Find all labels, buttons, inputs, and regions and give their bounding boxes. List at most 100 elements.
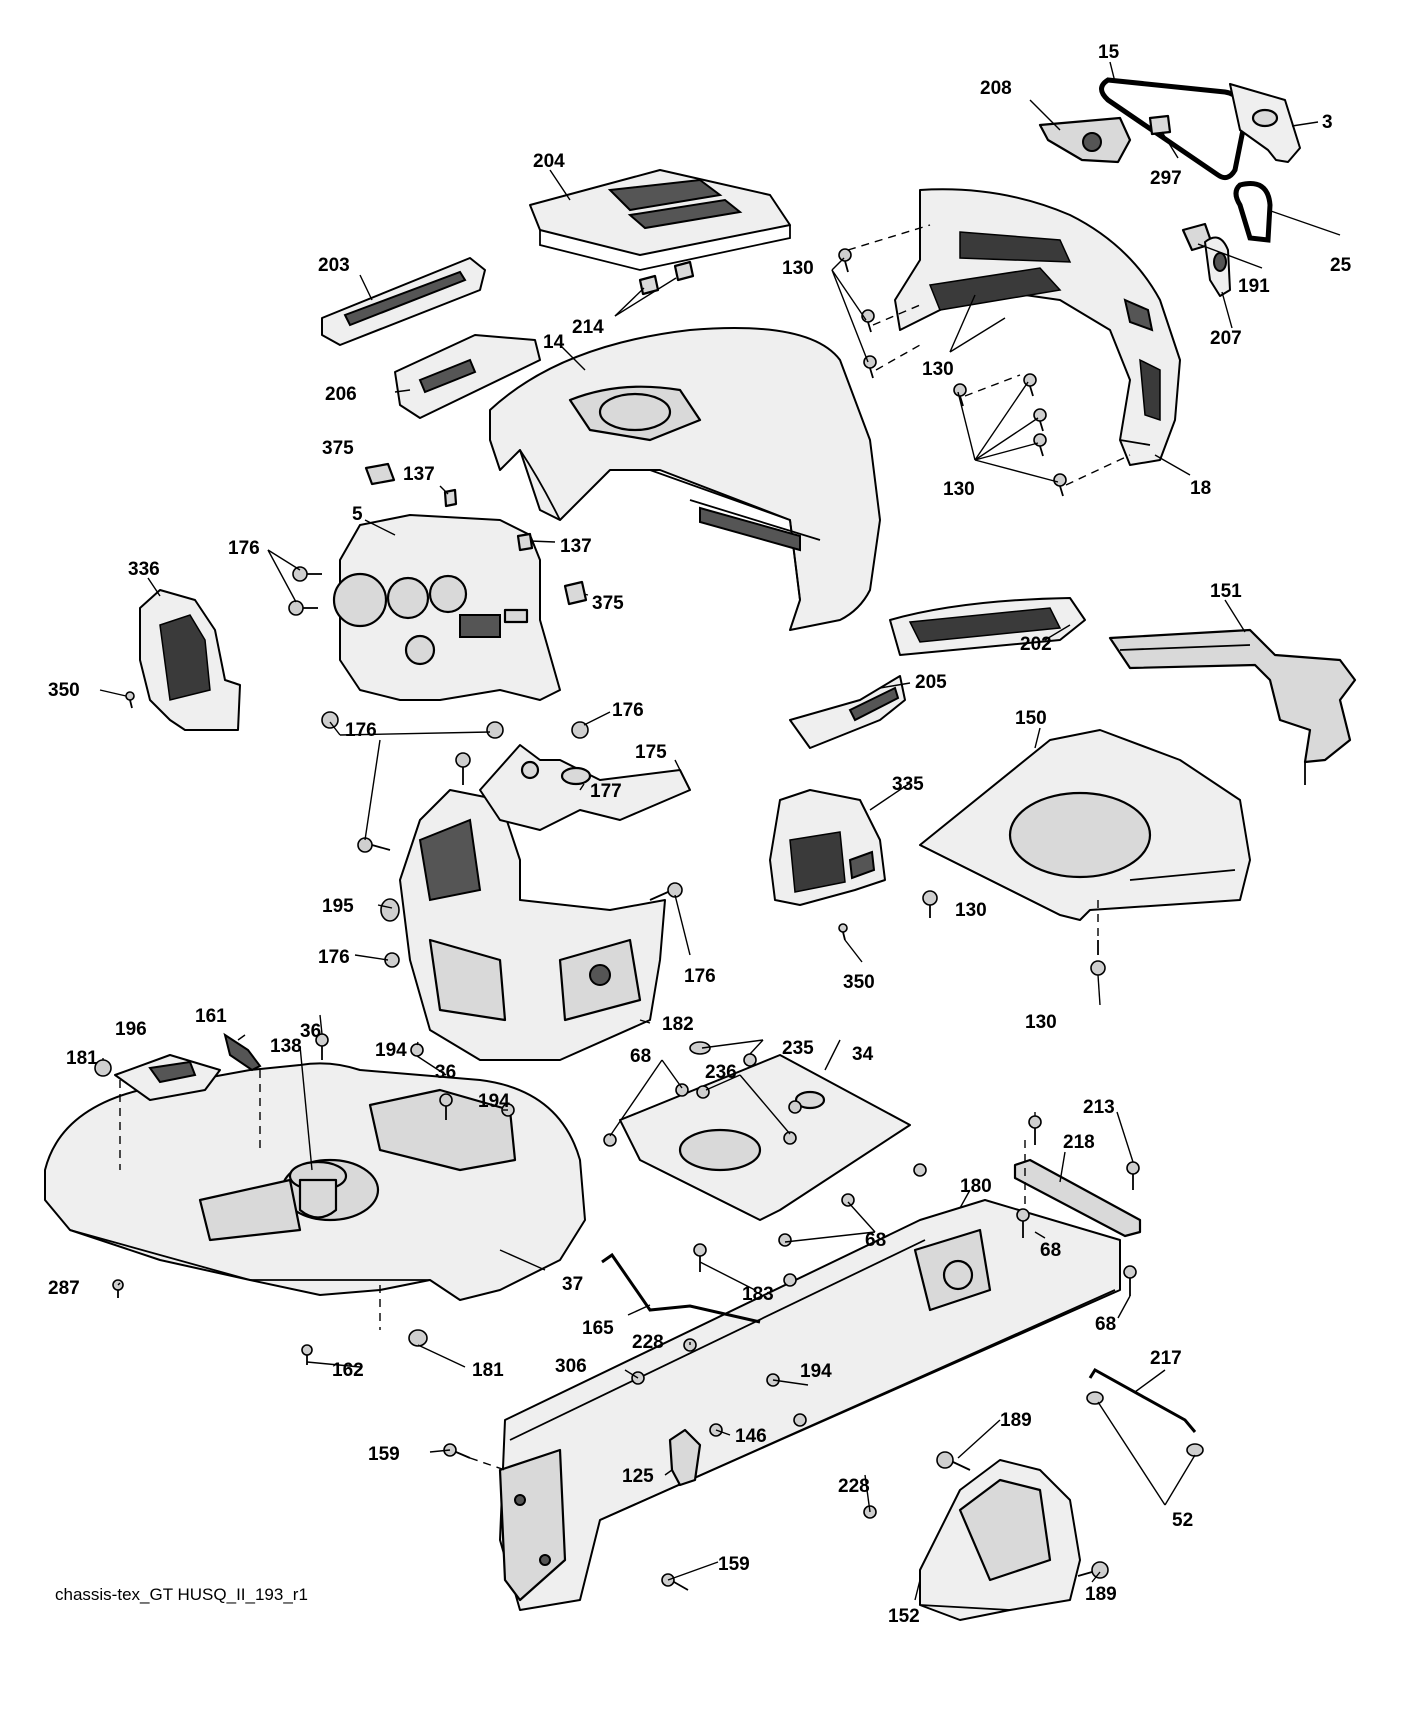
callout-162: 162	[332, 1360, 364, 1381]
part-152-seat-bracket	[919, 1459, 1081, 1621]
callout-36-b: 36	[435, 1062, 456, 1083]
callout-68-b: 68	[865, 1230, 886, 1251]
part-151-bracket	[1108, 628, 1357, 785]
callout-336: 336	[128, 559, 160, 580]
callout-205: 205	[915, 672, 947, 693]
callout-228-b: 228	[838, 1476, 870, 1497]
part-375-clip-lower	[563, 580, 588, 606]
part-204-top-cover	[529, 169, 791, 271]
callout-189-b: 189	[1085, 1584, 1117, 1605]
callout-36-a: 36	[300, 1021, 321, 1042]
callout-151: 151	[1210, 581, 1242, 602]
callout-150: 150	[1015, 708, 1047, 729]
callout-152: 152	[888, 1606, 920, 1627]
diagram-id-caption: chassis-tex_GT HUSQ_II_193_r1	[55, 1585, 308, 1604]
part-180-frame	[498, 1199, 1121, 1611]
callout-350-b: 350	[843, 972, 875, 993]
callout-130-e: 130	[1025, 1012, 1057, 1033]
callout-25: 25	[1330, 255, 1352, 276]
callout-159-b: 159	[718, 1554, 750, 1575]
callout-14: 14	[543, 332, 565, 353]
callout-52: 52	[1172, 1510, 1193, 1531]
callout-350-a: 350	[48, 680, 80, 701]
part-206-side-trim	[394, 334, 541, 419]
callout-176-b: 176	[612, 700, 644, 721]
callout-195: 195	[322, 896, 354, 917]
callout-207: 207	[1210, 328, 1242, 349]
callout-194-a: 194	[375, 1040, 407, 1061]
callout-125: 125	[622, 1466, 654, 1487]
part-3-bracket	[1229, 83, 1301, 163]
part-150-floor-pan	[919, 729, 1251, 921]
part-18-front-grille	[894, 188, 1181, 466]
callout-37: 37	[562, 1274, 583, 1295]
callout-180: 180	[960, 1176, 992, 1197]
part-138-boot	[288, 1160, 348, 1219]
part-375-clip-upper	[364, 462, 396, 486]
callout-181-b: 181	[472, 1360, 504, 1381]
callout-34: 34	[852, 1044, 874, 1065]
callout-191: 191	[1238, 276, 1270, 297]
part-137-clip-lower	[516, 532, 534, 552]
callout-213: 213	[1083, 1097, 1115, 1118]
callout-203: 203	[318, 255, 350, 276]
callout-208: 208	[980, 78, 1012, 99]
callout-165: 165	[582, 1318, 614, 1339]
callout-161: 161	[195, 1006, 227, 1027]
callout-375-b: 375	[592, 593, 624, 614]
callout-235: 235	[782, 1038, 814, 1059]
callout-181-a: 181	[66, 1048, 98, 1069]
callout-183: 183	[742, 1284, 774, 1305]
callout-236: 236	[705, 1062, 737, 1083]
callout-217: 217	[1150, 1348, 1182, 1369]
callout-159-a: 159	[368, 1444, 400, 1465]
callout-176-a: 176	[228, 538, 260, 559]
part-25-seal	[1233, 181, 1273, 243]
callout-297: 297	[1150, 168, 1182, 189]
callout-175: 175	[635, 742, 667, 763]
callout-202: 202	[1020, 634, 1052, 655]
leader-lines	[99, 61, 1341, 1601]
callout-130-c: 130	[943, 479, 975, 500]
callout-146: 146	[735, 1426, 767, 1447]
callout-5: 5	[352, 504, 363, 525]
callout-15: 15	[1098, 42, 1120, 63]
callout-68-d: 68	[1095, 1314, 1116, 1335]
callout-206: 206	[325, 384, 357, 405]
callout-375-a: 375	[322, 438, 354, 459]
callout-130-a: 130	[782, 258, 814, 279]
part-205-trim	[789, 675, 906, 749]
callout-196: 196	[115, 1019, 147, 1040]
part-196-trim	[114, 1054, 221, 1101]
callout-177: 177	[590, 781, 622, 802]
callout-228-a: 228	[632, 1332, 664, 1353]
callout-287: 287	[48, 1278, 80, 1299]
assembly-lines	[119, 224, 1131, 1471]
callout-306: 306	[555, 1356, 587, 1377]
part-208-panel	[1038, 116, 1132, 164]
callout-3: 3	[1322, 112, 1333, 133]
callout-176-e: 176	[684, 966, 716, 987]
callout-68-a: 68	[630, 1046, 651, 1067]
part-202-grille	[889, 597, 1086, 656]
callout-130-b: 130	[922, 359, 954, 380]
part-297-clip	[1148, 114, 1172, 136]
callout-176-d: 176	[318, 947, 350, 968]
callout-214: 214	[572, 317, 604, 338]
callout-137-b: 137	[560, 536, 592, 557]
part-165-rod	[601, 1252, 761, 1324]
part-203-side-trim	[321, 257, 486, 346]
part-217-rod	[1088, 1367, 1197, 1433]
part-177-grommet	[560, 766, 592, 786]
part-5-dash-panel	[332, 514, 561, 701]
callout-335: 335	[892, 774, 924, 795]
callout-138: 138	[270, 1036, 302, 1057]
part-207-bracket	[1204, 236, 1231, 297]
part-182-lower-body	[399, 789, 666, 1061]
callout-176-c: 176	[345, 720, 377, 741]
callout-130-d: 130	[955, 900, 987, 921]
part-336-side-panel	[139, 589, 241, 731]
callout-18: 18	[1190, 478, 1211, 499]
callout-labels: 15 3 208 297 204 25 191 207 203 130 214 …	[48, 42, 1352, 1627]
part-218-bracket	[1013, 1158, 1142, 1238]
